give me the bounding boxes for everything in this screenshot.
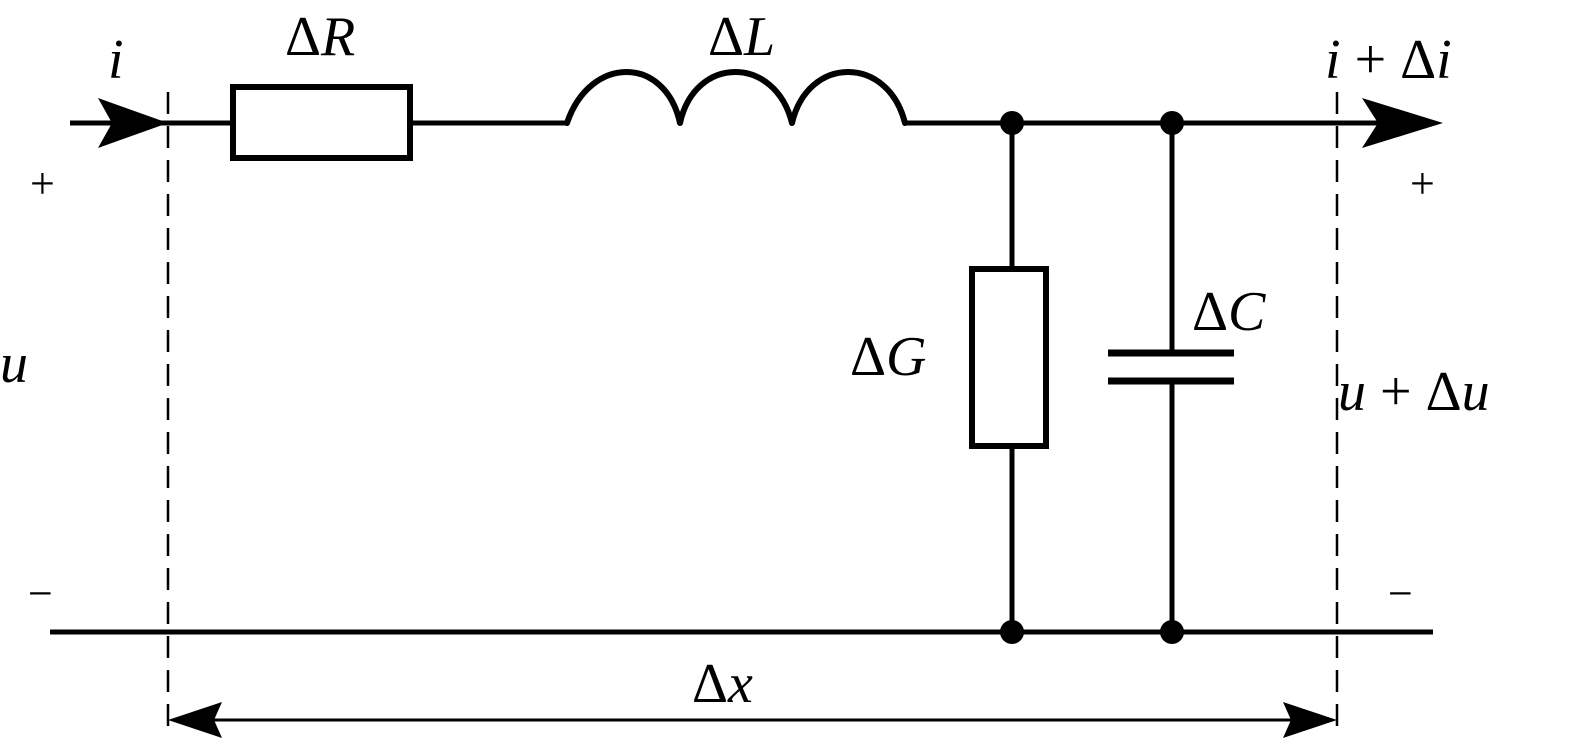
junction-dot-c-bottom <box>1160 620 1184 644</box>
junction-dot-g-bottom <box>1000 620 1024 644</box>
inductor-l <box>564 69 908 126</box>
label-conductance: ΔG <box>850 326 926 388</box>
label-inductor: ΔL <box>708 6 775 68</box>
polarity-out-minus: − <box>1388 569 1413 618</box>
label-length: Δx <box>692 653 753 715</box>
conductance-g <box>969 266 1049 449</box>
label-voltage-in: u <box>0 333 28 395</box>
length-arrow-right <box>1283 702 1337 738</box>
polarity-in-minus: − <box>28 569 53 618</box>
polarity-out-plus: + <box>1410 159 1435 208</box>
label-current-in: i <box>108 29 124 91</box>
length-arrow-left <box>168 702 222 738</box>
polarity-in-plus: + <box>30 159 55 208</box>
junction-dot-g-top <box>1000 111 1024 135</box>
current-in-arrow <box>98 98 168 148</box>
current-out-arrow <box>1362 98 1443 148</box>
resistor-r <box>230 84 413 161</box>
junction-dot-c-top <box>1160 111 1184 135</box>
label-voltage-out: u + Δu <box>1338 361 1490 423</box>
label-capacitor: ΔC <box>1192 281 1266 343</box>
label-current-out: i + Δi <box>1325 29 1452 91</box>
label-resistor: ΔR <box>285 6 355 68</box>
